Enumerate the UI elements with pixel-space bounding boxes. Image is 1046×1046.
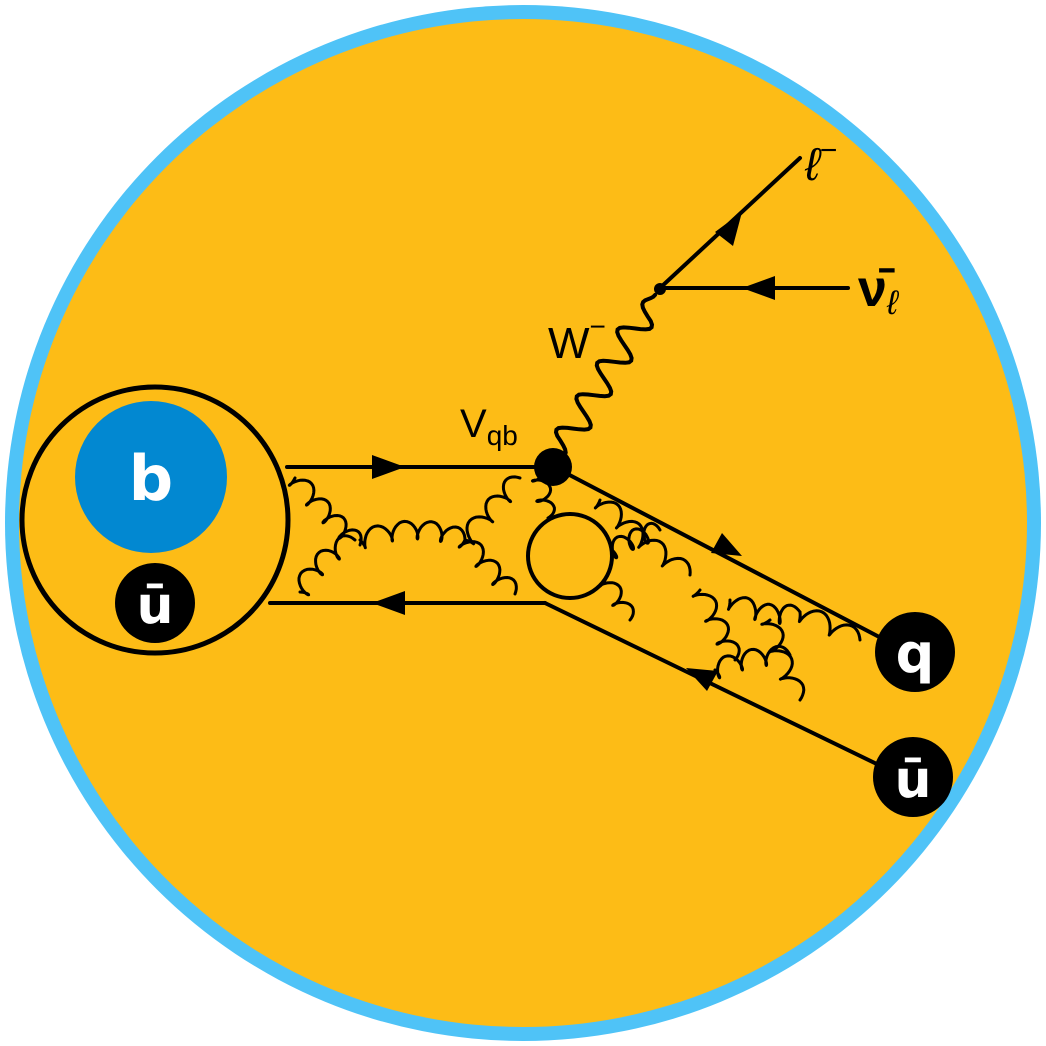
lepton-superscript: −: [820, 134, 838, 167]
arrow-u-bar-right: [686, 668, 718, 691]
arrow-q-line: [711, 533, 742, 556]
arrow-u-bar-left: [372, 591, 405, 615]
w-boson-line: [551, 293, 657, 464]
gluon-right-3: [760, 618, 806, 702]
arrow-b-line: [372, 455, 405, 479]
gluon-middle: [358, 519, 467, 550]
q-label: q: [896, 622, 935, 685]
b-quark-label: b: [129, 442, 173, 515]
gluon-mid-upper: [463, 475, 522, 546]
arrow-neutrino: [742, 276, 775, 300]
gluon-mid-lower: [457, 538, 518, 596]
vertex-label-subscript: qb: [487, 420, 518, 451]
gluon-loop-lower: [598, 578, 635, 622]
lepton-vertex-dot: [654, 283, 666, 295]
q-bubble: [875, 612, 955, 692]
q-quark-line: [558, 468, 887, 642]
quark-loop: [526, 512, 614, 600]
b-meson-circle: [19, 384, 291, 656]
neutrino-label: ν̄ℓ: [858, 260, 900, 322]
u-bar-right-label: ū: [894, 750, 931, 810]
gluon-left-lower: [297, 534, 357, 597]
w-boson-label: W−: [548, 311, 606, 368]
gluon-right-4: [797, 609, 862, 642]
neutrino-subscript: ℓ: [886, 284, 900, 322]
vertex-label: Vqb: [460, 402, 518, 451]
gluon-right-2: [727, 596, 802, 625]
u-bar-left-bubble: [115, 563, 195, 643]
gluon-right-1: [691, 588, 741, 662]
gluon-vertex-loop: [531, 476, 556, 520]
gluon-right-5: [713, 644, 792, 680]
w-boson-superscript: −: [590, 311, 606, 342]
b-quark-bubble: [75, 401, 227, 553]
lepton-label: ℓ−: [804, 134, 837, 190]
background-disc: [19, 19, 1027, 1027]
gluon-upper-band: [593, 498, 692, 577]
gluon-lines: [287, 475, 862, 702]
u-bar-left-label: ū: [136, 576, 173, 636]
u-bar-line-right: [543, 601, 887, 770]
u-bar-right-bubble: [873, 737, 953, 817]
arrow-lepton: [715, 212, 742, 246]
